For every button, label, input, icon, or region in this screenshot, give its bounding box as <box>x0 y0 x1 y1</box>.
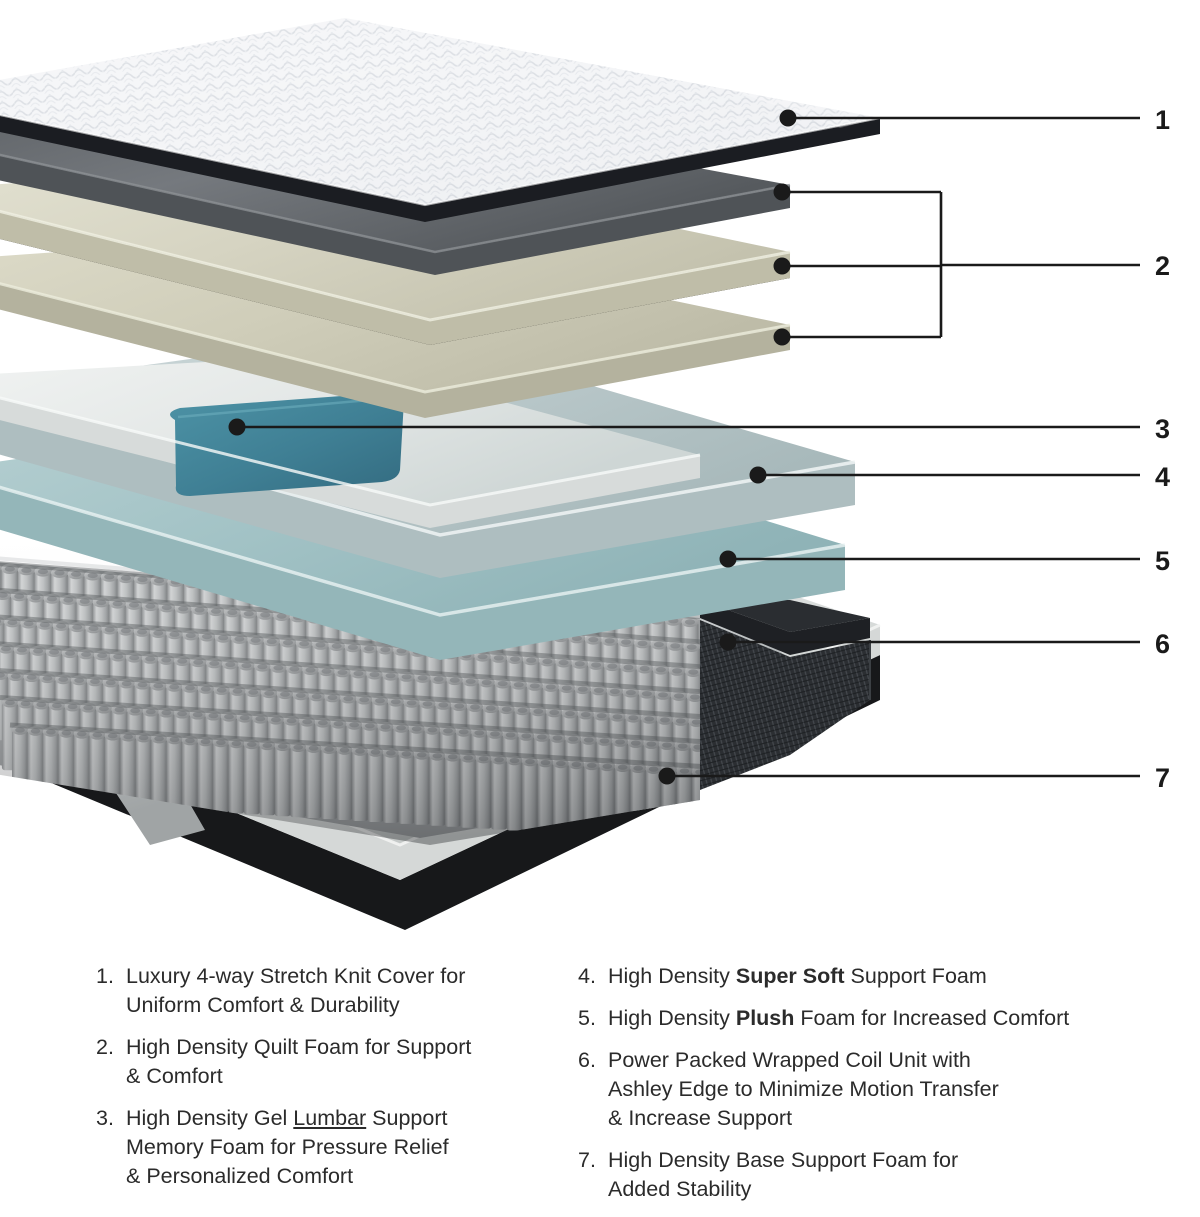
gel-lumbar-memory-foam-layer <box>0 355 701 528</box>
callout-leader-dots <box>228 109 797 785</box>
legend-column-right: 4. High Density Super Soft Support Foam 5.… <box>570 952 1200 1217</box>
legend-item-5: 5. High Density Plush Foam for Increased … <box>578 1004 1200 1033</box>
legend-item-number: 1. <box>96 964 114 988</box>
callout-number-7: 7 <box>1155 763 1171 793</box>
callout-number-3: 3 <box>1155 414 1171 444</box>
callout-number-1: 1 <box>1155 105 1171 135</box>
knit-cover-layer <box>0 18 881 222</box>
mattress-layers-illustration <box>0 18 1140 930</box>
callout-number-5: 5 <box>1155 546 1171 576</box>
legend-item-number: 2. <box>96 1035 114 1059</box>
legend-item-number: 7. <box>578 1148 596 1172</box>
legend-item-2: 2. High Density Quilt Foam for Support& C… <box>96 1033 570 1091</box>
callout-number-6: 6 <box>1155 629 1171 659</box>
mattress-cutaway-diagram: 1 2 3 4 5 6 7 <box>0 18 1171 930</box>
legend-item-text: High Density Quilt Foam for Support& Com… <box>126 1035 472 1088</box>
legend-item-text: High Density Plush Foam for Increased Co… <box>608 1006 1070 1030</box>
legend-item-4: 4. High Density Super Soft Support Foam <box>578 962 1200 991</box>
legend-item-number: 3. <box>96 1106 114 1130</box>
legend-item-number: 4. <box>578 964 596 988</box>
callout-leader-lines <box>237 116 1140 778</box>
callout-number-2: 2 <box>1155 251 1171 281</box>
legend-item-number: 6. <box>578 1048 596 1072</box>
gel-lumbar-pad <box>170 391 407 496</box>
callout-number-4: 4 <box>1155 462 1171 492</box>
legend-item-text: High Density Super Soft Support Foam <box>608 964 987 988</box>
legend-item-number: 5. <box>578 1006 596 1030</box>
